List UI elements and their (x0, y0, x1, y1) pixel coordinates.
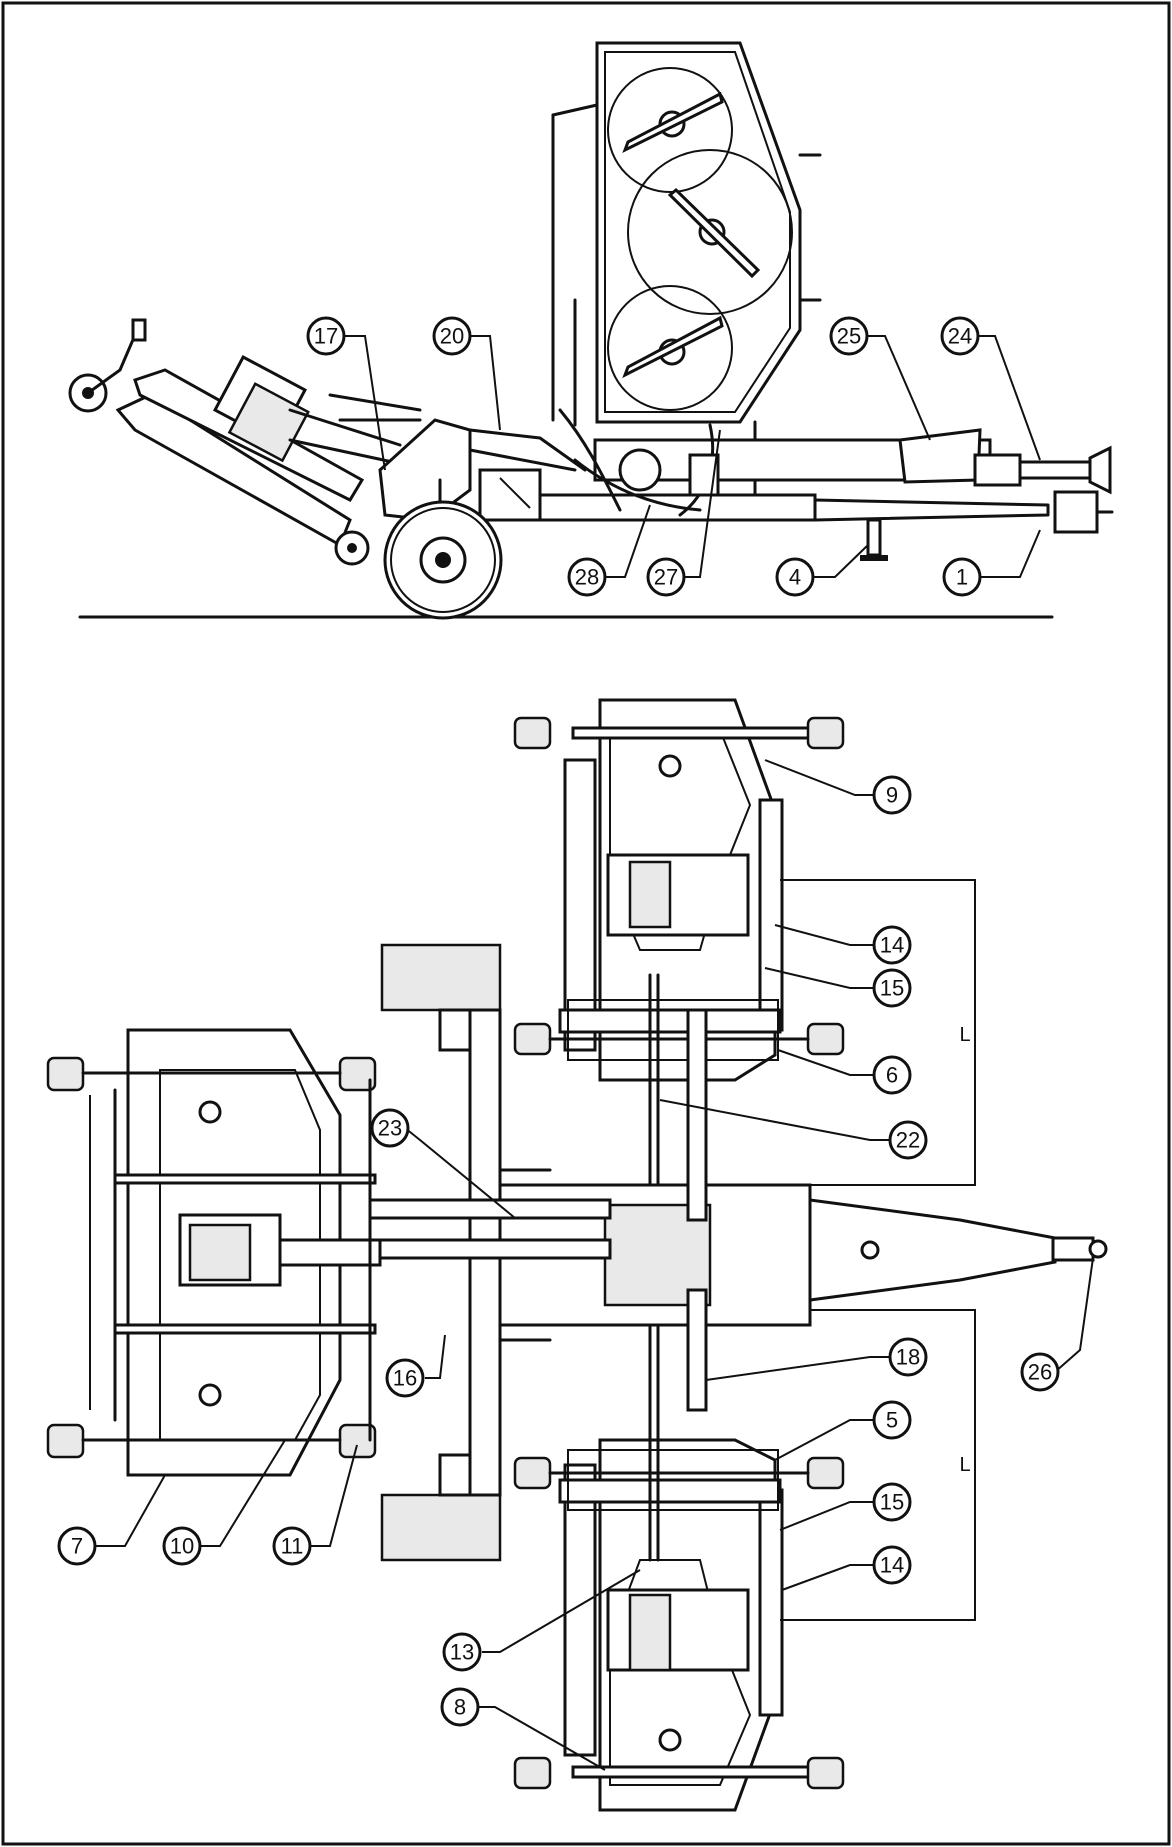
callout-6: 6 (872, 1055, 912, 1095)
side-transport-wheel (383, 500, 503, 620)
callout-7: 7 (57, 1526, 97, 1566)
callout-label: 15 (880, 1490, 904, 1515)
top-leader-lines (95, 759, 1094, 1771)
side-deck-housing (551, 41, 822, 502)
callout-14-lower: 14 (872, 1545, 912, 1585)
callout-label: 17 (314, 324, 338, 349)
callout-11: 11 (272, 1526, 312, 1566)
callout-15-lower: 15 (872, 1482, 912, 1522)
callout-18: 18 (888, 1337, 928, 1377)
callout-20: 20 (432, 316, 472, 356)
callout-24: 24 (940, 316, 980, 356)
callout-label: 27 (654, 565, 678, 590)
top-deck-upper (513, 698, 976, 1186)
dimension-label-upper: L (959, 1024, 970, 1046)
callout-label: 13 (450, 1640, 474, 1665)
dimension-label-lower: L (959, 1454, 970, 1476)
top-transport-axle (368, 943, 612, 1562)
callout-9: 9 (872, 775, 912, 815)
callout-label: 26 (1028, 1360, 1052, 1385)
callout-28: 28 (567, 557, 607, 597)
callout-label: 6 (886, 1063, 898, 1088)
callout-label: 11 (281, 1534, 304, 1559)
callout-27: 27 (646, 557, 686, 597)
callout-8: 8 (440, 1687, 480, 1727)
side-leader-lines (342, 335, 1041, 578)
callout-14-upper: 14 (872, 925, 912, 965)
callout-label: 22 (896, 1128, 920, 1153)
side-lift-linkage (378, 418, 587, 542)
callout-label: 4 (789, 565, 801, 590)
callout-label: 23 (378, 1116, 402, 1141)
top-deck-left (46, 1028, 382, 1477)
callout-label: 18 (896, 1345, 920, 1370)
callout-label: 14 (880, 933, 904, 958)
callout-13: 13 (442, 1632, 482, 1672)
callout-label: 24 (948, 324, 972, 349)
callout-label: 7 (71, 1534, 83, 1559)
callout-23: 23 (370, 1108, 410, 1148)
top-view (46, 698, 1108, 1812)
callout-5: 5 (872, 1400, 912, 1440)
top-deck-lower (513, 1309, 976, 1812)
side-view (68, 41, 1114, 620)
callout-26: 26 (1020, 1352, 1060, 1392)
callout-16: 16 (385, 1358, 425, 1398)
callout-label: 9 (886, 783, 898, 808)
callout-label: 1 (956, 565, 968, 590)
callout-1: 1 (942, 557, 982, 597)
callout-label: 8 (454, 1695, 466, 1720)
callouts: 17 20 25 24 28 27 4 1 9 14 15 6 22 23 26… (57, 316, 1060, 1727)
side-wing-deck (68, 318, 432, 566)
callout-15-upper: 15 (872, 968, 912, 1008)
callout-22: 22 (888, 1120, 928, 1160)
callout-label: 15 (880, 976, 904, 1001)
callout-4: 4 (775, 557, 815, 597)
callout-label: 10 (170, 1534, 194, 1559)
callout-25: 25 (829, 316, 869, 356)
callout-label: 14 (880, 1553, 904, 1578)
callout-label: 16 (393, 1366, 417, 1391)
callout-10: 10 (162, 1526, 202, 1566)
callout-label: 25 (837, 324, 861, 349)
callout-label: 5 (886, 1408, 898, 1433)
callout-label: 28 (575, 565, 599, 590)
side-main-frame (493, 408, 1114, 561)
callout-17: 17 (306, 316, 346, 356)
callout-label: 20 (440, 324, 464, 349)
